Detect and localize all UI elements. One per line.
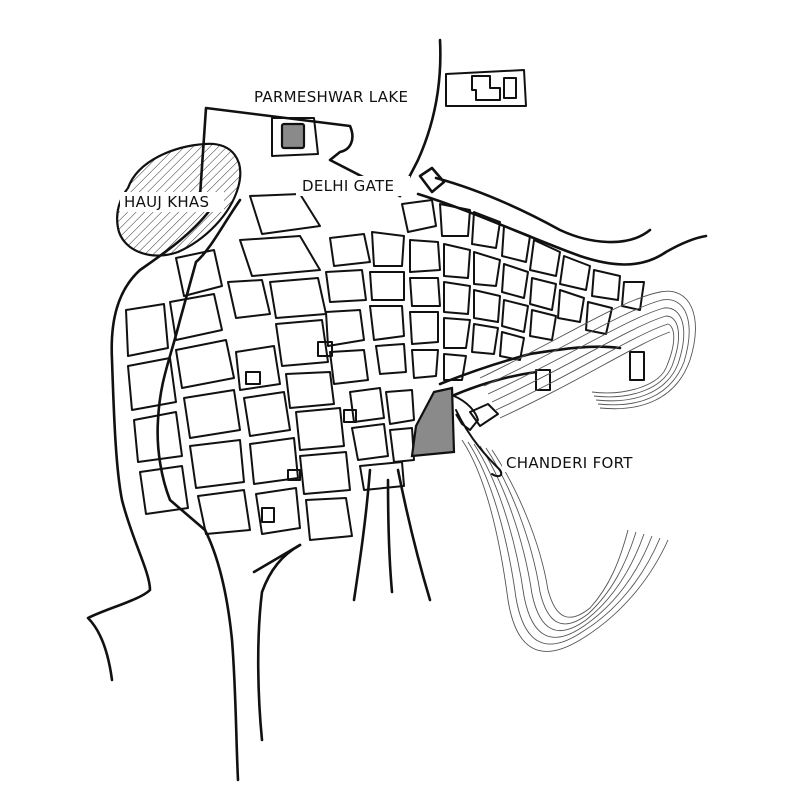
town-blocks (125, 193, 645, 541)
road-east-2 (434, 176, 652, 244)
ne-compound-inner-2 (503, 77, 517, 99)
lake-enclosure (271, 117, 319, 157)
label-delhi-gate: DELHI GATE (302, 177, 394, 195)
road-lake-loop (198, 106, 402, 198)
chanderi-fort-filled (410, 386, 456, 458)
fort-wall (453, 395, 479, 431)
south-hill-contours (461, 439, 669, 652)
road-south (256, 543, 302, 742)
road-southwest (203, 528, 240, 782)
parmeshwar-lake-tank (280, 122, 306, 150)
delhi-gate-junction (418, 166, 446, 194)
road-fort-approach (438, 345, 622, 386)
fort-gate (469, 403, 499, 427)
fort-path (455, 409, 503, 478)
road-south-2 (252, 543, 302, 574)
label-parmeshwar-lake: PARMESHWAR LAKE (254, 88, 408, 106)
road-east (416, 192, 708, 266)
ne-compound-inner (471, 75, 501, 101)
east-hill-contours (479, 290, 696, 419)
ne-compound (445, 69, 527, 107)
label-hauj-khas: HAUJ KHAS (124, 193, 209, 211)
road-west-ring (86, 208, 212, 682)
label-chanderi-fort: CHANDERI FORT (506, 454, 633, 472)
